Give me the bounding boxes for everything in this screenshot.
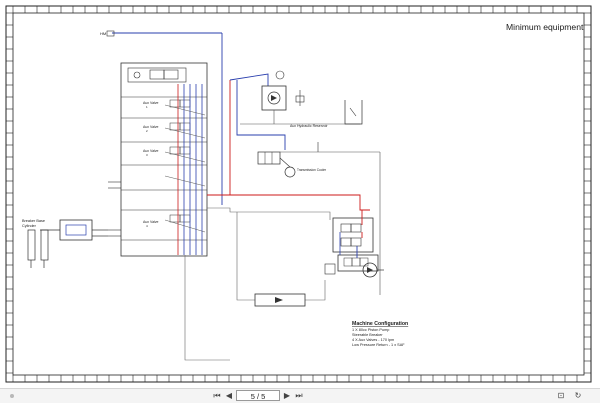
- aux-valve-4-sub: 4: [146, 224, 148, 228]
- aux-valve-1-sub: 1: [146, 105, 148, 109]
- last-page-button[interactable]: ⏭: [295, 391, 303, 400]
- transmission-cooler: [257, 142, 381, 295]
- aux-reservoir-pump: [240, 70, 363, 125]
- aux-valve-1-name: Aux Valve: [143, 101, 159, 105]
- aux-valve-2-sub: 2: [146, 129, 148, 133]
- next-page-button[interactable]: ▶: [283, 391, 291, 400]
- terminal-hm: HM: [100, 31, 106, 36]
- drawing-sheet: HM Aux Valve 1 Aux Valve 2 Aux Valve 3 A…: [5, 5, 592, 383]
- config-line-3: 4 X Aux Valves - 170 lpm: [352, 338, 394, 342]
- valve-bank: [120, 62, 208, 257]
- aux-valve-3-sub: 3: [146, 153, 148, 157]
- aux-valve-4-name: Aux Valve: [143, 220, 159, 224]
- fit-page-button[interactable]: ⊡: [557, 391, 565, 400]
- config-line-4: Low Pressure Return - 1 x SAF: [352, 343, 405, 347]
- config-line-1: 1 X 80cc Piston Pump: [352, 328, 389, 332]
- aux-valve-3-name: Aux Valve: [143, 149, 159, 153]
- reservoir-label: Aux Hydraulic Reservoir: [290, 124, 328, 128]
- page-number-field[interactable]: 5 / 5: [236, 390, 280, 401]
- sheet-title: Minimum equipment: [506, 22, 584, 32]
- cylinder-label-1: Breaker Base: [22, 219, 45, 223]
- return-filter: [254, 293, 306, 307]
- breaker-valve-block: [324, 210, 384, 278]
- transmission-label: Transmission Cooler: [297, 168, 327, 172]
- rotate-button[interactable]: ↻: [574, 391, 582, 400]
- config-heading: Machine Configuration: [352, 321, 408, 327]
- cylinder-label-2: Cylinder: [22, 224, 37, 228]
- config-line-2: Steerable Breaker: [352, 333, 383, 337]
- sheet-frame: [5, 5, 592, 383]
- pilot-line-top: [106, 30, 223, 205]
- aux-valve-2-name: Aux Valve: [143, 125, 159, 129]
- first-page-button[interactable]: ⏮: [213, 391, 221, 400]
- breaker-cylinder-assembly: [27, 219, 108, 268]
- supply-line: [229, 73, 286, 150]
- drain-line: [184, 207, 331, 361]
- pressure-line: [207, 80, 370, 211]
- viewer-toolbar: ⏮ ◀ 5 / 5 ▶ ⏭ ⊡ ↻: [0, 388, 600, 403]
- status-dot-icon: [10, 394, 14, 398]
- prev-page-button[interactable]: ◀: [225, 391, 233, 400]
